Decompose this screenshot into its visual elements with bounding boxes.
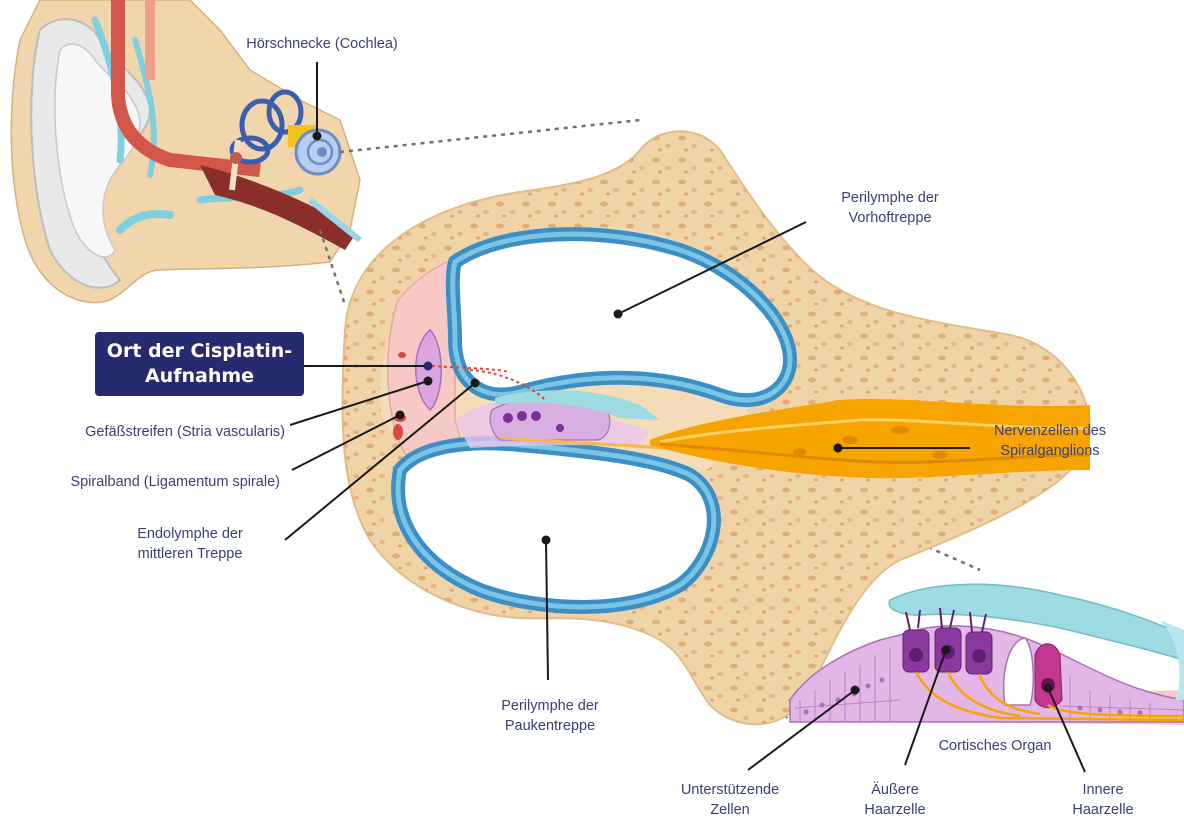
label-cochlea: Hörschnecke (Cochlea) <box>222 34 422 54</box>
label-scala-vestibuli: Perilymphe der Vorhoftreppe <box>800 188 980 228</box>
label-stria: Gefäßstreifen (Stria vascularis) <box>10 422 285 442</box>
label-supporting-cells: Unterstützende Zellen <box>655 780 805 820</box>
label-outer-hair-cell: Äußere Haarzelle <box>840 780 950 820</box>
label-line: Perilymphe der <box>800 188 980 208</box>
label-line: mittleren Treppe <box>100 544 280 564</box>
label-line: Vorhoftreppe <box>800 208 980 228</box>
label-line: Innere <box>1048 780 1158 800</box>
label-ligament-text: Spiralband (Ligamentum spirale) <box>5 472 280 492</box>
label-stria-text: Gefäßstreifen (Stria vascularis) <box>10 422 285 442</box>
label-cochlea-text: Hörschnecke (Cochlea) <box>222 34 422 54</box>
label-ligament: Spiralband (Ligamentum spirale) <box>5 472 280 492</box>
label-endolymph: Endolymphe der mittleren Treppe <box>100 524 280 564</box>
label-line: Zellen <box>655 800 805 820</box>
label-scala-tympani: Perilymphe der Paukentreppe <box>470 696 630 736</box>
label-line: Nervenzellen des <box>975 421 1125 441</box>
cisplatin-uptake-box: Ort der Cisplatin- Aufnahme <box>95 332 304 396</box>
cisplatin-line-1: Ort der Cisplatin- <box>95 339 304 364</box>
label-corti-text: Cortisches Organ <box>915 736 1075 756</box>
label-line: Äußere <box>840 780 950 800</box>
label-line: Paukentreppe <box>470 716 630 736</box>
label-corti: Cortisches Organ <box>915 736 1075 756</box>
label-line: Endolymphe der <box>100 524 280 544</box>
cisplatin-line-2: Aufnahme <box>95 364 304 389</box>
label-line: Haarzelle <box>1048 800 1158 820</box>
label-line: Unterstützende <box>655 780 805 800</box>
label-line: Perilymphe der <box>470 696 630 716</box>
label-line: Haarzelle <box>840 800 950 820</box>
label-inner-hair-cell: Innere Haarzelle <box>1048 780 1158 820</box>
label-ganglion: Nervenzellen des Spiralganglions <box>975 421 1125 461</box>
label-line: Spiralganglions <box>975 441 1125 461</box>
